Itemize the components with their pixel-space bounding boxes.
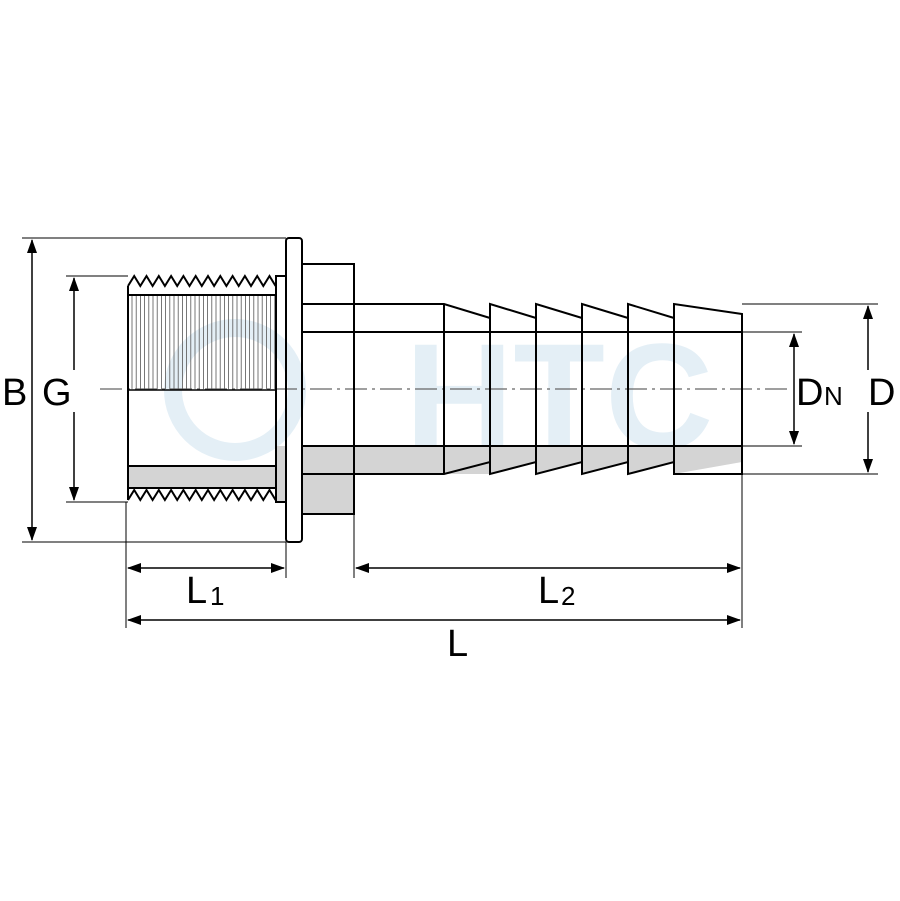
extension-lines: [22, 237, 878, 628]
threaded-section: [127, 274, 277, 502]
label-d: D: [868, 372, 895, 414]
label-dn-subscript: N: [824, 381, 843, 411]
thread-hatching: [131, 296, 276, 389]
label-l1: L: [186, 570, 207, 612]
label-b: B: [2, 372, 27, 414]
label-l1-subscript: 1: [210, 581, 224, 611]
label-l: L: [447, 623, 468, 665]
label-g: G: [42, 372, 72, 414]
label-l2: L: [538, 570, 559, 612]
hex-body: [301, 263, 355, 515]
label-dn: D: [796, 372, 823, 414]
label-l2-subscript: 2: [561, 581, 575, 611]
dimension-labels: B G D N D L 1 L 2 L: [0, 370, 900, 665]
hose-barb: [354, 302, 743, 476]
dimension-lines: [27, 239, 873, 625]
section-fill: [128, 446, 742, 514]
